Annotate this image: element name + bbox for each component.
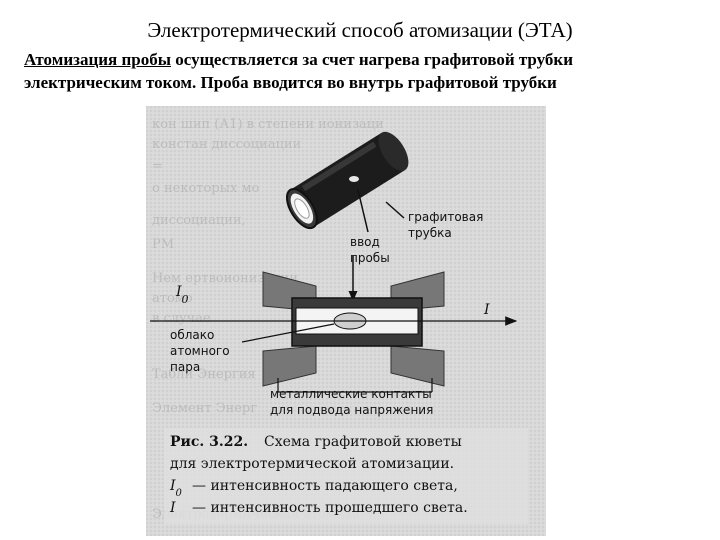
slide-body-text: Атомизация пробы осуществляется за счет … <box>24 48 714 94</box>
graphite-tube-label-line1: графитовая <box>408 210 483 224</box>
svg-text:диссоциации,: диссоциации, <box>152 213 246 228</box>
svg-text:констан диссоциации: констан диссоциации <box>152 137 301 152</box>
svg-text:=: = <box>152 159 163 174</box>
svg-text:кон шип (А1) в степени иониза: кон шип (А1) в степени ионизаци <box>152 117 384 132</box>
atomic-cloud-label-line1: облако <box>170 328 214 342</box>
svg-text:Нем ертвоионизации: Нем ертвоионизации <box>152 271 298 286</box>
caption-line3: — интенсивность падающего света, <box>192 478 458 494</box>
svg-text:Элемент Энерг: Элемент Энерг <box>152 401 257 416</box>
atomic-cloud-label-line3: пара <box>170 360 200 374</box>
svg-text:РМ: РМ <box>152 237 174 252</box>
graphite-tube <box>285 131 409 230</box>
body-line-1: Атомизация пробы осуществляется за счет … <box>24 48 714 71</box>
sample-input-label-line2: пробы <box>350 251 390 265</box>
sample-port-icon <box>349 176 359 182</box>
caption-line2: для электротермической атомизации. <box>170 456 454 472</box>
caption-line4: — интенсивность прошедшего света. <box>192 500 468 516</box>
svg-text:атомо: атомо <box>152 291 193 306</box>
contact-bottom-left <box>262 345 317 387</box>
body-line-2: электрическим током. Проба вводится во в… <box>24 73 557 92</box>
body-line-1-rest: осуществляется за счет нагрева графитово… <box>171 50 574 69</box>
caption-figure-number: Рис. 3.22. <box>170 434 248 450</box>
svg-text:о некоторых мо: о некоторых мо <box>152 181 260 196</box>
transmitted-light-label: I <box>483 302 490 318</box>
graphite-tube-label-line2: трубка <box>408 226 452 240</box>
svg-text:Табли Энергия: Табли Энергия <box>152 367 256 382</box>
graphite-cuvette-figure: кон шип (А1) в степени ионизаци констан … <box>146 106 546 536</box>
atomic-cloud-leader <box>241 323 335 343</box>
slide-title: Электротермический способ атомизации (ЭТ… <box>147 18 573 42</box>
figure-caption: Рис. 3.22. Схема графитовой кюветы для э… <box>164 428 528 524</box>
underlined-term: Атомизация пробы <box>24 50 171 69</box>
cuvette-diagram: кон шип (А1) в степени ионизаци констан … <box>146 106 546 536</box>
sample-input-leader <box>357 189 369 233</box>
atomic-cloud-label-line2: атомного <box>170 344 230 358</box>
metal-contacts-label-line2: для подвода напряжения <box>270 403 433 417</box>
contact-bottom-right <box>390 345 445 387</box>
metal-contacts-label-line1: металлические контакты <box>270 387 432 401</box>
caption-symbol-i: I <box>169 500 176 516</box>
caption-line1: Схема графитовой кюветы <box>264 434 462 450</box>
svg-text:в случае: в случае <box>152 311 211 326</box>
graphite-tube-leader <box>385 201 405 219</box>
sample-input-label-line1: ввод <box>350 235 380 249</box>
